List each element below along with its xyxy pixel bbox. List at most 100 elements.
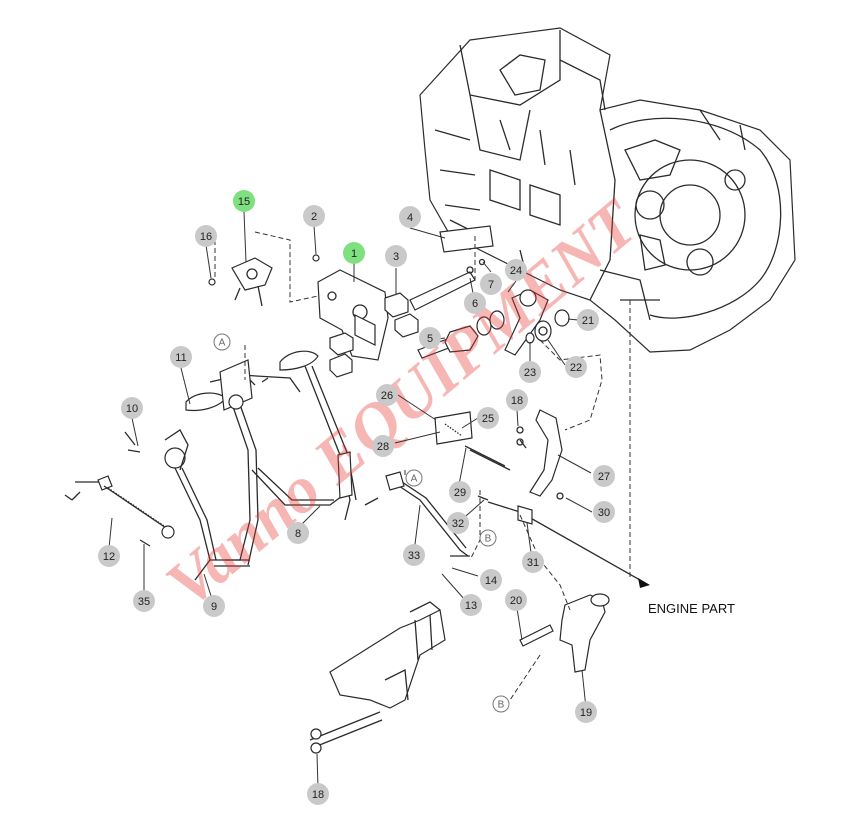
callout-circle (480, 569, 502, 591)
callout-label: 18 (312, 789, 324, 801)
callout-label: 4 (407, 212, 413, 224)
reference-B: B (479, 529, 497, 547)
reference-A: A (213, 333, 231, 351)
reference-label: B (498, 700, 505, 711)
callout-1: 1 (343, 242, 365, 264)
callout-circle (460, 594, 482, 616)
callout-circle (480, 273, 502, 295)
callout-label: 27 (598, 471, 610, 483)
reference-circle (405, 469, 423, 487)
callout-circle (307, 783, 329, 805)
callout-label: 35 (138, 596, 150, 608)
callout-5: 5 (419, 327, 441, 349)
callout-label: 14 (485, 575, 497, 587)
callout-label: 33 (408, 550, 420, 562)
callout-circle (399, 206, 421, 228)
callout-label: 9 (211, 601, 217, 613)
callout-33: 33 (403, 544, 425, 566)
callout-3: 3 (385, 245, 407, 267)
callout-8: 8 (287, 522, 309, 544)
callout-label: 23 (524, 367, 536, 379)
callout-14: 14 (480, 569, 502, 591)
callout-12: 12 (98, 545, 120, 567)
callout-circle (575, 701, 597, 723)
callout-9: 9 (203, 595, 225, 617)
callout-circle (464, 292, 486, 314)
callout-circle (376, 384, 398, 406)
brake-pedals (164, 350, 357, 581)
callout-29: 29 (449, 481, 471, 503)
callout-circle (505, 259, 527, 281)
throttle-cable (477, 495, 650, 588)
callout-label: 21 (582, 315, 594, 327)
callout-circle (565, 356, 587, 378)
callout-circle (303, 205, 325, 227)
callout-15: 15 (233, 190, 255, 212)
callout-label: 32 (452, 518, 464, 530)
callout-label: 22 (570, 362, 582, 374)
reference-label: A (411, 474, 418, 485)
pedal-switch (208, 254, 320, 307)
callout-circle (522, 551, 544, 573)
alignment-dashes (214, 231, 631, 701)
cable-bracket (516, 409, 564, 500)
callout-circle (233, 190, 255, 212)
reference-B: B (492, 695, 510, 713)
callout-label: 30 (598, 507, 610, 519)
callout-circle (133, 590, 155, 612)
callout-30: 30 (593, 501, 615, 523)
callout-7: 7 (480, 273, 502, 295)
callout-18: 18 (307, 783, 329, 805)
callout-circle (195, 225, 217, 247)
floor-bracket (309, 601, 446, 754)
callout-circle (343, 242, 365, 264)
callout-27: 27 (593, 465, 615, 487)
callout-32: 32 (447, 512, 469, 534)
callout-31: 31 (522, 551, 544, 573)
callout-label: 28 (377, 441, 389, 453)
reference-circle (213, 333, 231, 351)
callout-circle (519, 361, 541, 383)
reference-label: B (485, 534, 492, 545)
shift-fork (519, 593, 610, 673)
callout-35: 35 (133, 590, 155, 612)
callout-circle (98, 545, 120, 567)
linkage-rods (364, 411, 527, 557)
callout-circle (170, 346, 192, 368)
callout-circle (506, 389, 528, 411)
callout-13: 13 (460, 594, 482, 616)
callout-22: 22 (565, 356, 587, 378)
callout-circle (577, 309, 599, 331)
callout-circle (403, 544, 425, 566)
callout-circle (593, 501, 615, 523)
callout-circle (287, 522, 309, 544)
callout-18: 18 (506, 389, 528, 411)
callout-label: 18 (511, 395, 523, 407)
reference-A: A (405, 469, 423, 487)
callout-10: 10 (121, 397, 143, 419)
callout-circle (372, 435, 394, 457)
reference-label: A (219, 338, 226, 349)
callout-circle (593, 465, 615, 487)
reference-markers: A A B B (213, 333, 510, 713)
callout-16: 16 (195, 225, 217, 247)
callout-21: 21 (577, 309, 599, 331)
callout-label: 2 (311, 211, 317, 223)
callout-label: 20 (510, 595, 522, 607)
callout-label: 8 (295, 528, 301, 540)
callout-24: 24 (505, 259, 527, 281)
callout-label: 7 (488, 279, 494, 291)
callout-circle (449, 481, 471, 503)
callout-label: 24 (510, 265, 522, 277)
callout-6: 6 (464, 292, 486, 314)
callout-label: 12 (103, 551, 115, 563)
reference-circle (492, 695, 510, 713)
callout-11: 11 (170, 346, 192, 368)
transmission-housing (419, 27, 796, 353)
callout-20: 20 (505, 589, 527, 611)
callout-label: 1 (351, 248, 357, 260)
callout-circle (419, 327, 441, 349)
callout-25: 25 (477, 407, 499, 429)
